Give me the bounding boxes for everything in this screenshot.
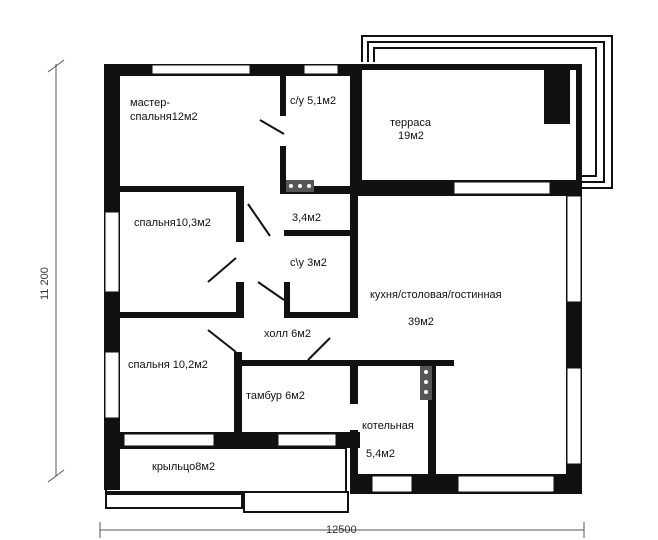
grill-icon bbox=[544, 70, 570, 124]
windows bbox=[104, 64, 582, 493]
label-bedroom3: спальня 10,2м2 bbox=[128, 359, 208, 371]
label-hall: холл 6м2 bbox=[264, 328, 311, 340]
dimension-width: 12500 bbox=[326, 524, 357, 536]
label-small-room: 3,4м2 bbox=[292, 212, 321, 224]
label-boiler-1: котельная bbox=[362, 420, 414, 432]
label-master-1: мастер- bbox=[130, 97, 170, 109]
label-kitchen-1: кухня/столовая/гостинная bbox=[370, 289, 502, 301]
label-terrace-1: терраса bbox=[390, 117, 432, 129]
label-bath2: с\у 3м2 bbox=[290, 257, 327, 269]
fixtures bbox=[286, 70, 570, 400]
label-porch: крыльцо8м2 bbox=[152, 461, 215, 473]
dimension-height: 11 200 bbox=[39, 267, 51, 300]
terrace-rails bbox=[361, 35, 613, 189]
label-kitchen-2: 39м2 bbox=[408, 316, 434, 328]
label-master-2: спальня12м2 bbox=[130, 111, 198, 123]
label-boiler-2: 5,4м2 bbox=[366, 448, 395, 460]
door-swings bbox=[207, 119, 331, 361]
label-bath1: с/у 5,1м2 bbox=[290, 95, 336, 107]
porch bbox=[105, 447, 349, 513]
outer-walls bbox=[104, 64, 582, 494]
label-vestibule: тамбур 6м2 bbox=[246, 390, 305, 402]
label-bedroom2: спальня10,3м2 bbox=[134, 217, 211, 229]
label-terrace-2: 19м2 bbox=[398, 130, 424, 142]
dimension-lines bbox=[47, 59, 585, 538]
